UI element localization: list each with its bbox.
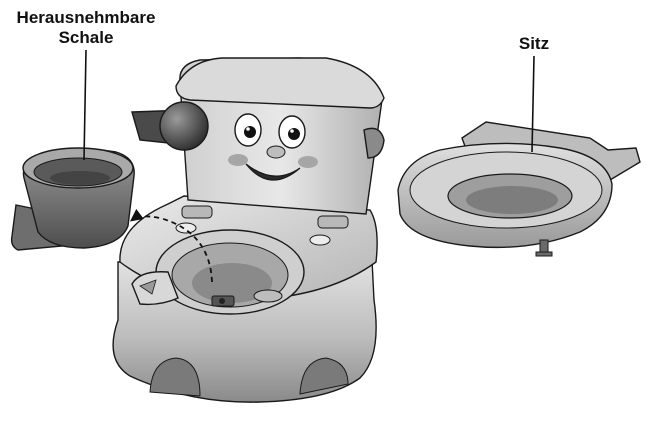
bowl-label: Herausnehmbare Schale <box>2 8 170 48</box>
seat-ring <box>397 121 641 257</box>
bowl-label-line1: Herausnehmbare <box>16 8 156 27</box>
bowl-removal-arrow <box>129 208 213 283</box>
bowl-label-line2: Schale <box>58 28 114 47</box>
potty-base <box>112 195 378 403</box>
seat-label: Sitz <box>518 34 550 53</box>
potty-backrest <box>131 57 385 215</box>
bowl-leader-line <box>83 49 87 161</box>
removable-bowl <box>10 147 135 251</box>
seat-leader-line <box>531 55 535 153</box>
